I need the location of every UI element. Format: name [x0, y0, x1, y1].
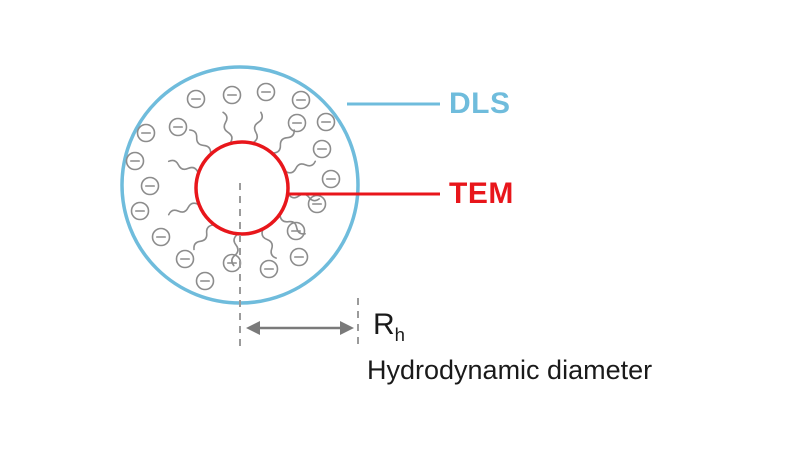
arrow-right-head-icon — [340, 321, 354, 335]
tem-circle — [194, 140, 290, 236]
polymer-chain — [189, 129, 212, 154]
polymer-chain — [272, 129, 296, 154]
polymer-chain — [167, 159, 199, 173]
polymer-chain — [167, 202, 199, 216]
polymer-chain — [193, 224, 214, 251]
tem-label: TEM — [449, 177, 514, 210]
polymer-chain — [231, 233, 239, 267]
arrow-left-head-icon — [246, 321, 260, 335]
polymer-chain — [261, 229, 277, 259]
radius-subscript: h — [394, 324, 406, 345]
dls-label: DLS — [449, 87, 511, 120]
radius-letter: R — [373, 308, 395, 341]
hydrodynamic-radius-symbol: Rh — [373, 310, 405, 345]
counter-ions-group — [125, 82, 341, 291]
polymer-chain — [279, 214, 306, 235]
polymer-chain — [222, 111, 233, 144]
polymer-chain — [252, 111, 264, 144]
hydrodynamic-diameter-label: Hydrodynamic diameter — [367, 355, 653, 385]
polymer-chain — [285, 160, 317, 174]
